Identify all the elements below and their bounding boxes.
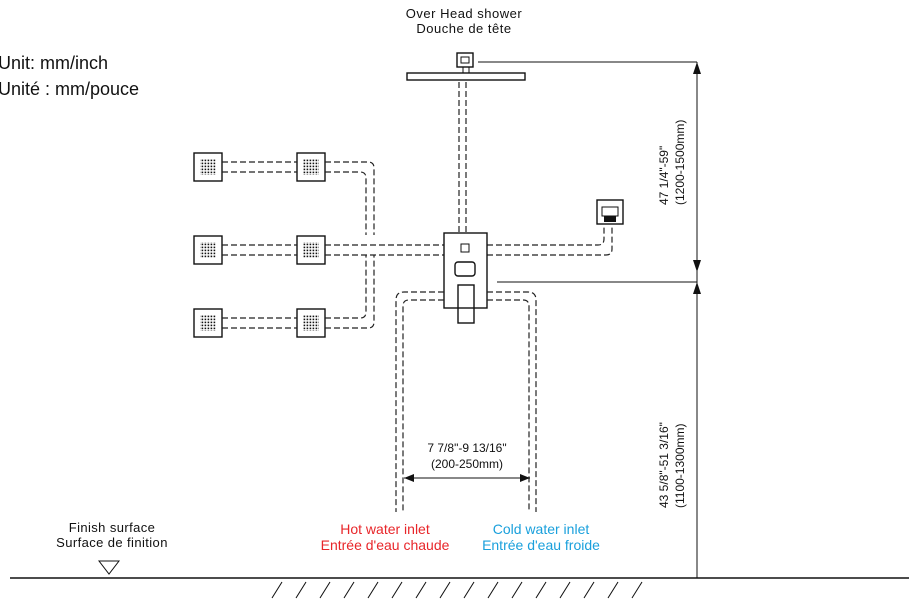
unit-label-fr: Unité : mm/pouce [0,79,140,99]
body-jet-icon [296,152,326,182]
hand-shower-holder-icon [596,199,624,225]
unit-label: Unit: mm/inch Unité : mm/pouce [0,50,139,102]
upper-dimension-mm: (1200-1500mm) [673,120,687,205]
mixer-valve-icon [443,232,488,324]
level-marker-icon [97,560,121,575]
inlet-pipes [395,291,537,512]
lower-dimension-mm: (1100-1300mm) [673,424,687,508]
spacing-dimension-mm: (200-250mm) [430,457,504,471]
hot-water-inlet-label-en: Hot water inlet [340,521,430,537]
lower-dimension-inch: 43 5/8"-51 3/16" [657,422,671,508]
body-jet-icon [296,235,326,265]
overhead-pipe [458,82,467,234]
overhead-shower-label: Over Head shower Douche de tête [384,6,544,37]
body-jets [193,152,326,338]
overhead-shower-label-fr: Douche de tête [416,20,512,36]
body-jet-icon [193,152,223,182]
hot-water-inlet-label: Hot water inlet Entrée d'eau chaude [303,521,467,553]
floor-hatching [271,581,643,599]
finish-surface-label-en: Finish surface [68,520,156,535]
upper-dimension-inch: 47 1/4"-59" [657,146,671,205]
body-jet-icon [296,308,326,338]
spacing-dimension-line [404,474,530,482]
finish-surface-label-fr: Surface de finition [56,534,168,550]
height-dimension-line [478,61,701,578]
overhead-shower-icon [406,52,526,81]
cold-water-inlet-label-en: Cold water inlet [492,521,590,537]
spacing-dimension-label: 7 7/8"-9 13/16" (200-250mm) [404,440,530,472]
body-jet-icon [193,308,223,338]
jet-pipes [222,161,613,329]
overhead-shower-label-en: Over Head shower [405,6,523,21]
spacing-dimension-inch: 7 7/8"-9 13/16" [427,441,507,455]
unit-label-en: Unit: mm/inch [0,53,109,73]
cold-water-inlet-label-fr: Entrée d'eau froide [482,537,600,554]
hot-water-inlet-label-fr: Entrée d'eau chaude [320,537,450,554]
finish-surface-label: Finish surface Surface de finition [22,520,202,551]
body-jet-icon [193,235,223,265]
cold-water-inlet-label: Cold water inlet Entrée d'eau froide [465,521,617,553]
